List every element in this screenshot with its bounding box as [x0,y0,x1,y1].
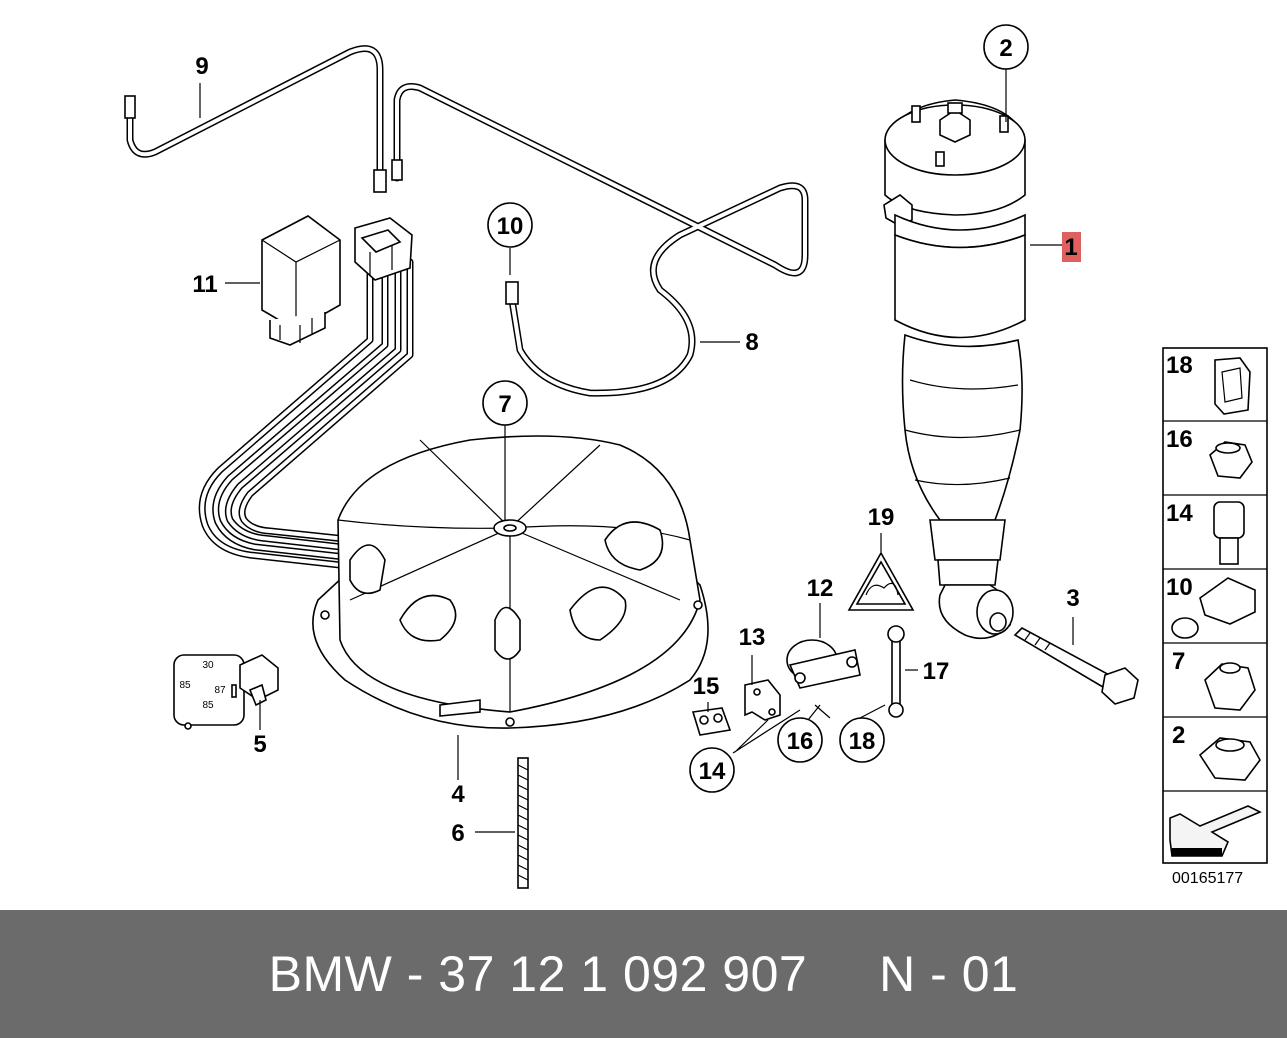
callout-15: 15 [693,673,720,700]
callout-12: 12 [807,575,834,602]
svg-text:7: 7 [1172,648,1185,675]
bracket-13 [744,679,781,721]
reservoir-4 [312,435,709,729]
footer-bar: BMW - 37 12 1 092 907 N - 01 [0,910,1287,1038]
relay-pin-85b: 85 [202,700,214,711]
relay-pin-87: 87 [214,685,226,696]
parts-diagram: 1 2 3 4 5 6 7 8 9 10 11 12 13 14 15 16 1… [124,24,1268,889]
leader-lines [199,68,1074,833]
valve-connector [354,217,413,281]
callout-18: 18 [849,728,876,755]
callout-17: 17 [923,658,950,685]
highlight-marker [1062,232,1081,262]
control-unit-11 [261,215,341,346]
callout-14: 14 [699,758,726,785]
callout-2: 2 [999,35,1012,62]
relay-5 [173,654,279,730]
panel-item-16: 16 [1166,426,1253,479]
callout-7: 7 [498,391,511,418]
panel-item-14: 14 [1166,500,1245,565]
nut-plate-15 [691,707,732,736]
callout-5: 5 [253,731,266,758]
svg-text:2: 2 [1172,722,1185,749]
callout-6: 6 [451,820,464,847]
warning-label-19 [847,551,915,611]
svg-text:16: 16 [1166,426,1193,453]
diagram-id: 00165177 [1172,870,1244,887]
arrow-icon [1169,805,1262,857]
callout-1: 1 [1064,234,1077,261]
link-17 [887,625,905,718]
air-strut-1 [883,99,1026,640]
relay-pin-30: 30 [202,660,214,671]
panel-item-2: 2 [1172,722,1261,781]
callout-3: 3 [1066,585,1079,612]
callout-9: 9 [195,53,208,80]
callout-4: 4 [451,781,465,808]
stud-6 [517,757,529,889]
exploded-view: 1 2 3 4 5 6 7 8 9 10 11 12 13 14 15 16 1… [124,24,1268,889]
callout-13: 13 [739,624,766,651]
height-sensor-12 [786,639,861,689]
callout-11: 11 [192,271,217,298]
panel-item-7: 7 [1172,648,1256,711]
callout-8: 8 [745,329,758,356]
relay-pin-85: 85 [179,680,191,691]
panel-item-10: 10 [1166,574,1256,639]
pipe-bundle [198,256,414,569]
part-number-caption: BMW - 37 12 1 092 907 N - 01 [268,946,1019,1002]
callout-10: 10 [497,213,524,240]
svg-text:18: 18 [1166,352,1193,379]
svg-text:10: 10 [1166,574,1193,601]
callout-circles [482,24,1029,793]
pipe-9 [124,45,384,184]
svg-text:14: 14 [1166,500,1193,527]
bolt-3 [1013,627,1139,705]
callout-16: 16 [787,728,814,755]
callout-19: 19 [868,504,895,531]
hardware-panel: 18 16 14 10 7 2 [1162,347,1268,864]
panel-item-18: 18 [1166,352,1251,415]
pipe-8 [373,83,809,397]
